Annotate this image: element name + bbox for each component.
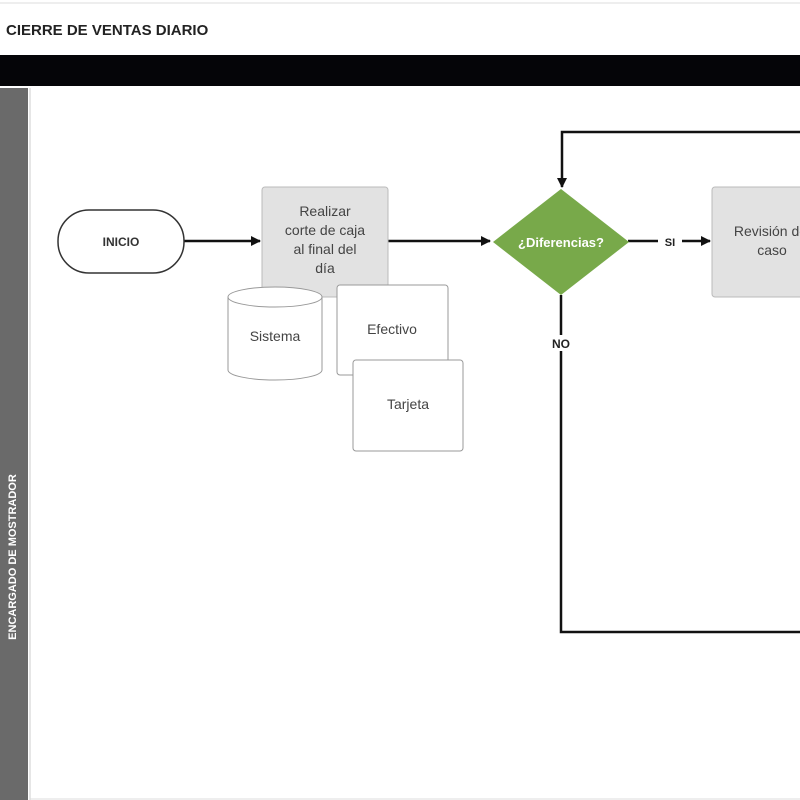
process-node-corte-caja-shape xyxy=(261,186,389,298)
edge-label-no-background xyxy=(548,335,574,351)
sistema-database[interactable]: Sistema xyxy=(227,286,323,381)
process-node-corte-caja-label-line: día xyxy=(315,260,335,276)
tarjeta-document-shape xyxy=(352,359,464,452)
process-node-revision-label-line: Revisión del xyxy=(734,223,800,239)
decision-node-diferencias[interactable]: ¿Diferencias? xyxy=(493,189,629,295)
sistema-database-label: Sistema xyxy=(250,328,301,344)
start-node-shape xyxy=(57,209,185,274)
start-node[interactable]: INICIO xyxy=(57,209,185,274)
sistema-database-top xyxy=(227,286,323,308)
lane-bar xyxy=(0,88,28,800)
process-node-revision[interactable]: Revisión del caso xyxy=(711,186,800,298)
edge-label-no: NO xyxy=(552,337,570,351)
tarjeta-document-label: Tarjeta xyxy=(387,396,429,412)
decision-node-diferencias-label: ¿Diferencias? xyxy=(518,235,604,250)
lane-label: ENCARGADO DE MOSTRADOR xyxy=(7,474,19,640)
decision-node-diferencias-shape xyxy=(493,189,629,295)
process-node-corte-caja-label-line: corte de caja xyxy=(285,222,365,238)
efectivo-document-label: Efectivo xyxy=(367,321,417,337)
page-title: CIERRE DE VENTAS DIARIO xyxy=(6,22,209,39)
process-node-corte-caja-label-line: Realizar xyxy=(299,203,351,219)
process-node-revision-shape xyxy=(711,186,800,298)
edge-decision-no xyxy=(559,295,800,634)
tarjeta-document[interactable]: Tarjeta xyxy=(352,359,464,452)
edge-label-yes: SI xyxy=(665,237,675,249)
process-node-corte-caja-label-line: al final del xyxy=(293,241,356,257)
edge-label-yes-background xyxy=(658,233,682,249)
start-node-label: INICIO xyxy=(103,235,140,249)
sistema-database-body xyxy=(227,297,323,381)
edge-loop-back xyxy=(557,130,800,188)
process-node-revision-label-line: caso xyxy=(757,242,787,258)
header-bar xyxy=(0,55,800,86)
process-node-corte-caja[interactable]: Realizar corte de caja al final del día xyxy=(261,186,389,298)
